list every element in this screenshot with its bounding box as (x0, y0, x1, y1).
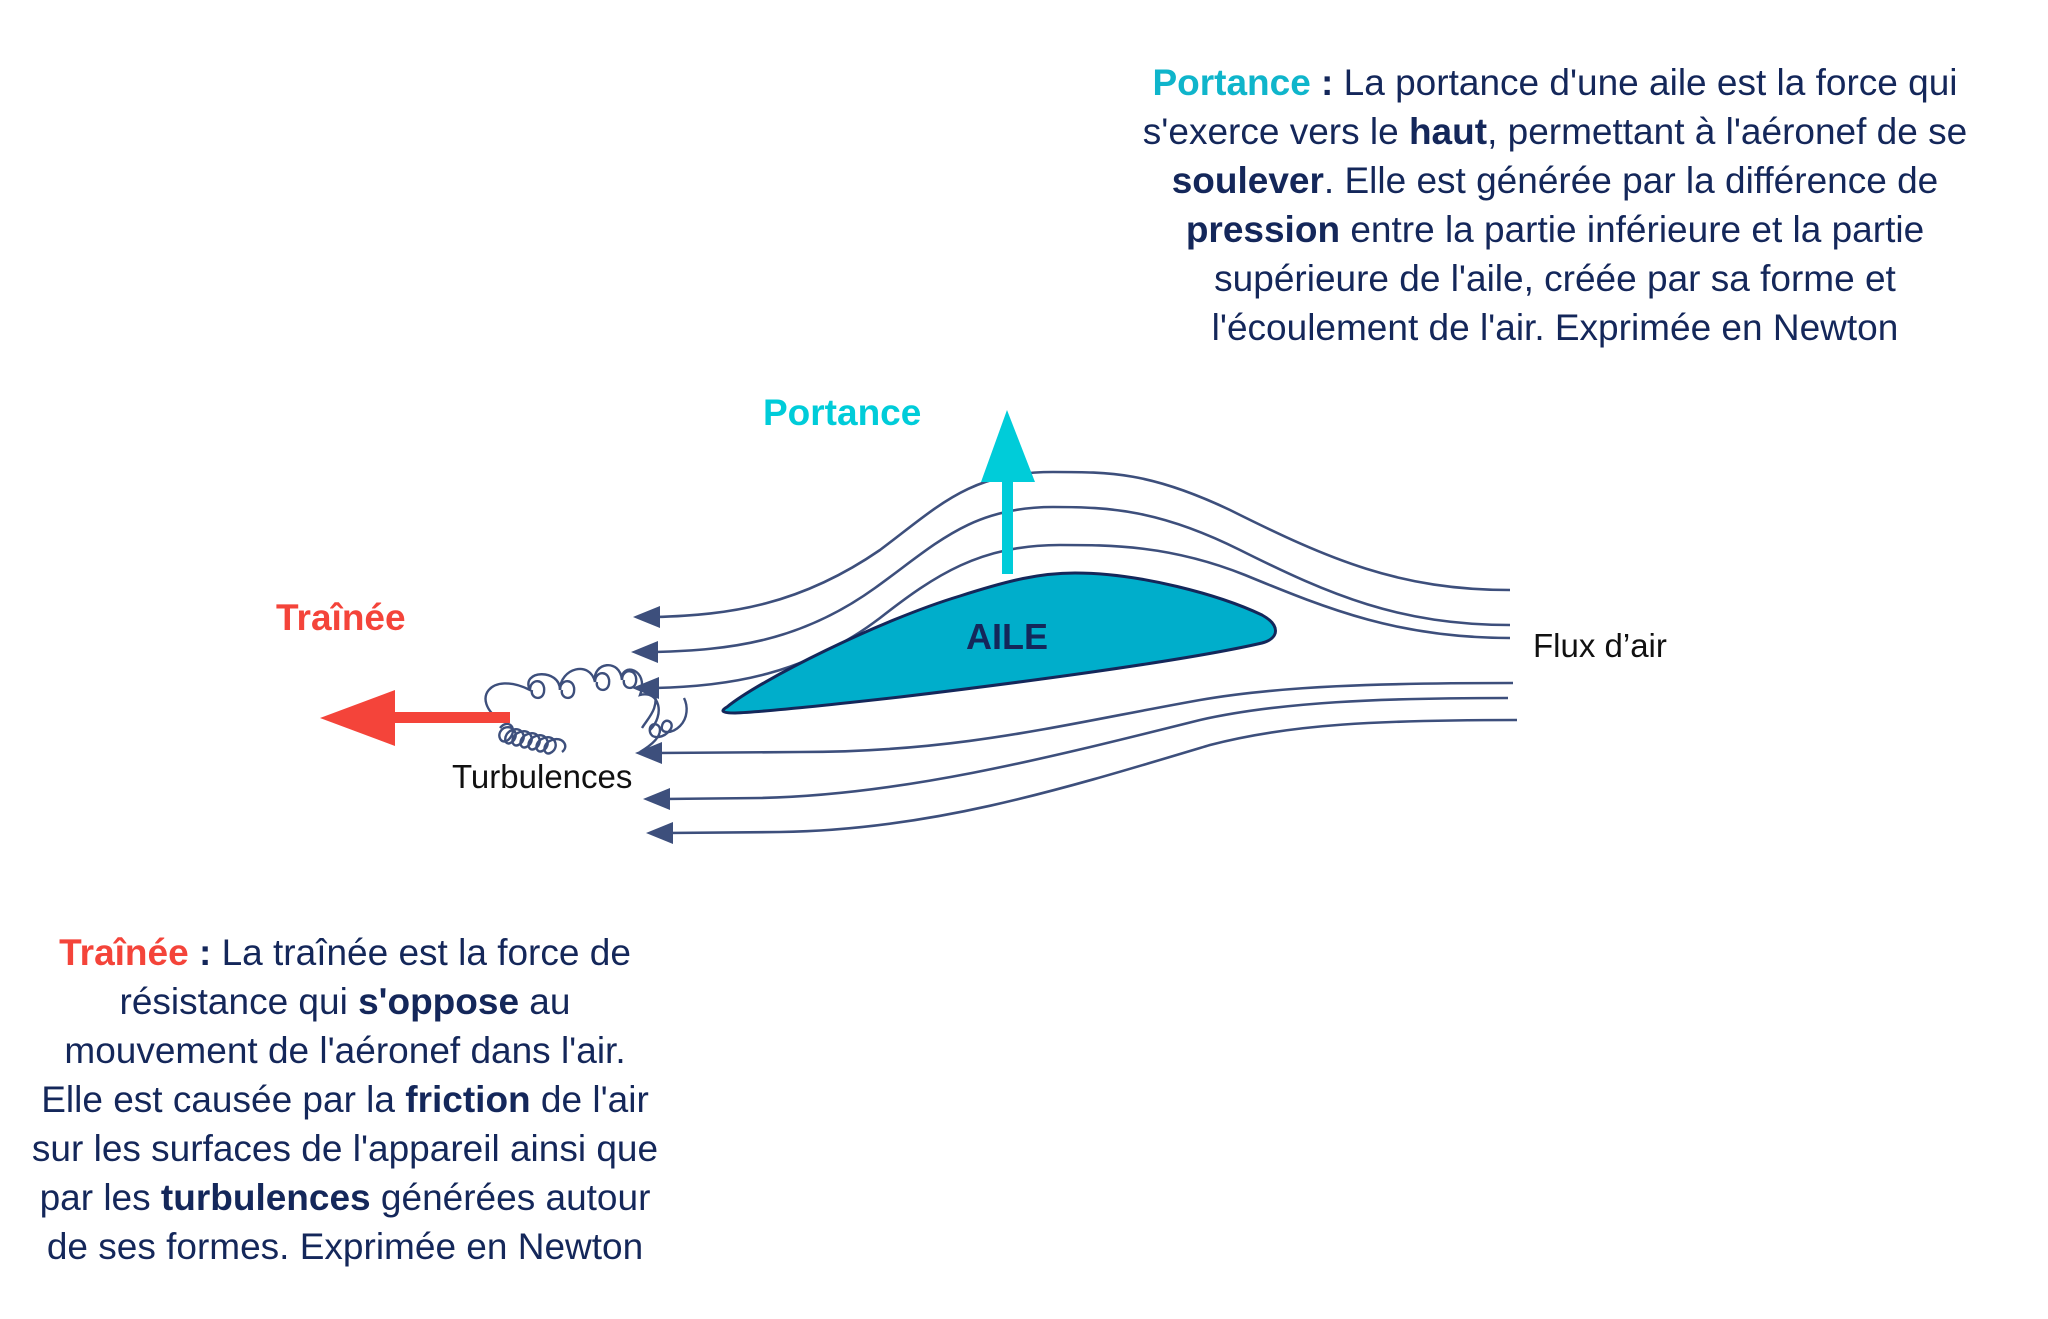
wing-shape (721, 571, 1277, 715)
arrow-up-icon (981, 410, 1035, 574)
description-line: par les turbulences générées autour (0, 1173, 690, 1222)
description-text: au (519, 981, 571, 1022)
description-text: sur les surfaces de l'appareil ainsi que (31, 1128, 659, 1169)
portance-description: Portance : La portance d'une aile est la… (1090, 58, 2020, 352)
description-text: générées autour (370, 1177, 651, 1218)
streamline-6-arrowhead (646, 822, 673, 844)
streamline-1 (654, 470, 1511, 619)
description-text: La traînée est la force de (221, 932, 631, 973)
description-line: s'exerce vers le haut, permettant à l'aé… (1090, 107, 2020, 156)
emphasis-keyword: s'oppose (358, 981, 520, 1022)
emphasis-keyword: soulever (1171, 160, 1324, 201)
description-text: par les (39, 1177, 161, 1218)
airflow-label: Flux d’air (1533, 627, 1667, 664)
turbulence-icon (484, 664, 688, 755)
description-separator: : (188, 932, 222, 973)
description-line: soulever. Elle est générée par la différ… (1090, 156, 2020, 205)
description-text: de ses formes. Exprimée en Newton (46, 1226, 644, 1267)
description-line: Portance : La portance d'une aile est la… (1090, 58, 2020, 107)
turbulence-label: Turbulences (452, 758, 632, 795)
streamline-1-arrowhead (633, 606, 660, 628)
description-text: entre la partie inférieure et la partie (1340, 209, 1925, 250)
emphasis-keyword: haut (1408, 111, 1488, 152)
description-line: Traînée : La traînée est la force de (0, 928, 690, 977)
description-text: . Elle est générée par la différence de (1323, 160, 1939, 201)
lift-label: Portance (763, 392, 921, 433)
description-line: résistance qui s'oppose au (0, 977, 690, 1026)
description-line: l'écoulement de l'air. Exprimée en Newto… (1090, 303, 2020, 352)
streamline-2-arrowhead (631, 641, 658, 663)
description-separator: : (1310, 62, 1344, 103)
description-text: Elle est causée par la (41, 1079, 406, 1120)
description-text: s'exerce vers le (1142, 111, 1409, 152)
description-line: de ses formes. Exprimée en Newton (0, 1222, 690, 1271)
emphasis-keyword: turbulences (160, 1177, 371, 1218)
description-text: supérieure de l'aile, créée par sa forme… (1214, 258, 1896, 299)
description-text: résistance qui (119, 981, 359, 1022)
streamline-4 (656, 681, 1514, 755)
description-line: Elle est causée par la friction de l'air (0, 1075, 690, 1124)
emphasis-keyword: pression (1185, 209, 1341, 250)
description-text: de l'air (530, 1079, 649, 1120)
description-term: Portance (1152, 62, 1311, 103)
arrow-left-icon (320, 690, 510, 746)
streamline-5 (662, 696, 1509, 801)
wing-label: AILE (966, 616, 1048, 657)
description-text: , permettant à l'aéronef de se (1487, 111, 1968, 152)
description-text: mouvement de l'aéronef dans l'air. (64, 1030, 626, 1071)
description-line: sur les surfaces de l'appareil ainsi que (0, 1124, 690, 1173)
description-line: supérieure de l'aile, créée par sa forme… (1090, 254, 2020, 303)
description-text: La portance d'une aile est la force qui (1343, 62, 1958, 103)
description-line: pression entre la partie inférieure et l… (1090, 205, 2020, 254)
streamline-3-arrowhead (632, 677, 659, 699)
description-term: Traînée (59, 932, 189, 973)
streamline-6 (665, 718, 1518, 835)
description-line: mouvement de l'aéronef dans l'air. (0, 1026, 690, 1075)
streamline-2 (654, 505, 1511, 654)
emphasis-keyword: friction (405, 1079, 531, 1120)
drag-label: Traînée (276, 597, 406, 638)
streamline-5-arrowhead (643, 788, 670, 810)
streamline-4-arrowhead (635, 742, 662, 764)
description-text: l'écoulement de l'air. Exprimée en Newto… (1211, 307, 1899, 348)
